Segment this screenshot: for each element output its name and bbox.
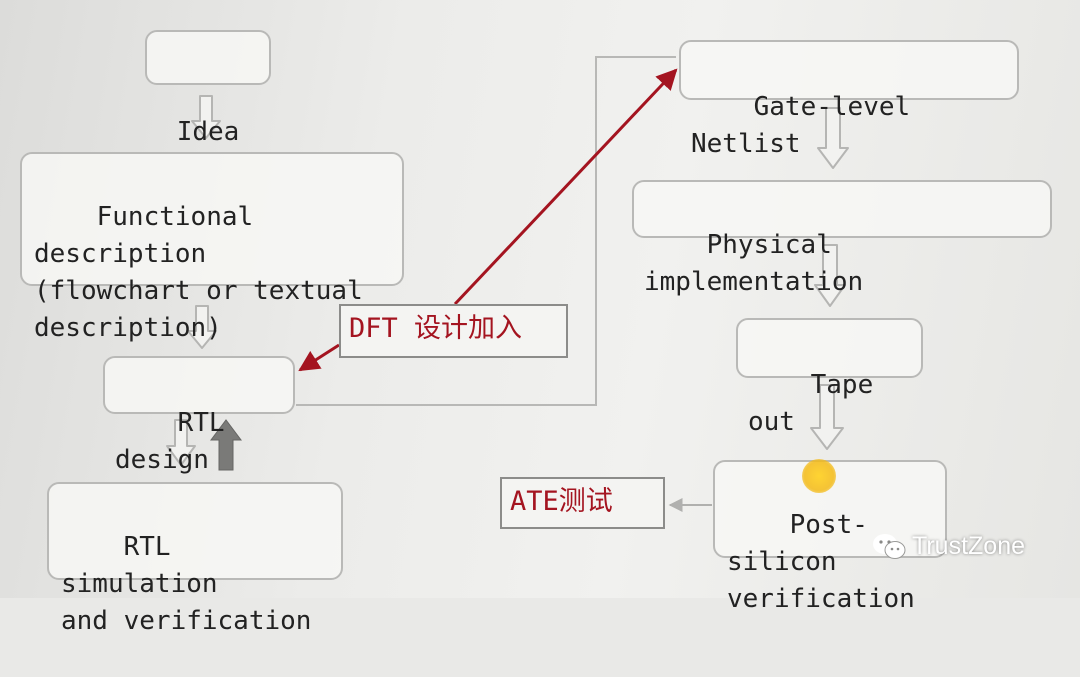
dft-annotation-text: DFT 设计加入 — [349, 313, 523, 344]
dft-annotation: DFT 设计加入 — [339, 304, 568, 358]
tape-out-box: Tape out — [736, 318, 923, 437]
watermark: TrustZone — [872, 532, 1025, 561]
watermark-text: TrustZone — [912, 532, 1026, 560]
rtl-simulation-box: RTL simulation and verification — [47, 482, 343, 636]
idea-box: Idea — [145, 30, 271, 147]
rtl-to-simulation-arrow — [166, 419, 196, 466]
functional-description-box: Functional description (flowchart or tex… — [20, 152, 404, 343]
ate-annotation: ATE测试 — [500, 477, 665, 529]
wechat-icon — [873, 533, 906, 559]
simulation-to-rtl-feedback-arrow — [210, 419, 242, 471]
functional-to-rtl-arrow — [187, 305, 217, 349]
diagram-canvas: Idea Functional description (flowchart o… — [0, 0, 1080, 636]
cursor-highlight — [802, 459, 836, 493]
idea-to-functional-arrow — [191, 95, 221, 139]
rtl-to-netlist-bracket-line — [296, 56, 676, 406]
tapeout-to-postsilicon-arrow — [810, 384, 844, 450]
dft-to-rtl-arrow — [298, 343, 340, 372]
tape-out-label: Tape out — [748, 370, 889, 437]
dft-to-netlist-arrow — [453, 68, 678, 306]
rtl-design-label: RTL design — [115, 408, 241, 475]
rtl-design-box: RTL design — [103, 356, 295, 475]
idea-label: Idea — [176, 117, 240, 147]
ate-annotation-text: ATE测试 — [510, 486, 613, 517]
physical-implementation-box: Physical implementation — [632, 180, 1052, 297]
functional-description-label: Functional description (flowchart or tex… — [34, 202, 363, 343]
physical-implementation-label: Physical implementation — [644, 230, 864, 297]
connectors-layer — [166, 56, 849, 512]
netlist-to-physical-arrow — [817, 107, 849, 169]
physical-to-tapeout-arrow — [814, 244, 846, 307]
gate-level-netlist-box: Gate-level Netlist — [679, 40, 1019, 159]
gate-level-netlist-label: Gate-level Netlist — [691, 92, 926, 159]
